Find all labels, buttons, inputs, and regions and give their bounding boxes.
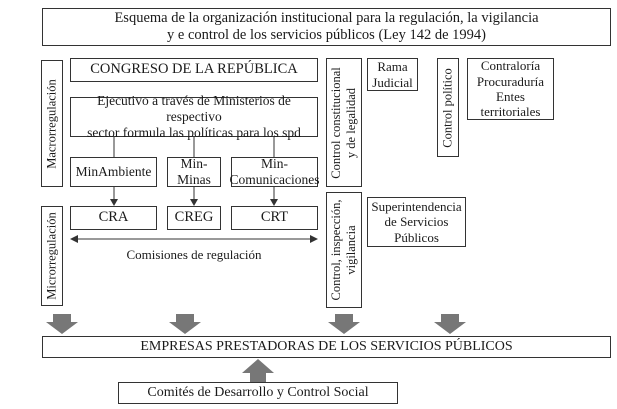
empresas-box: EMPRESAS PRESTADORAS DE LOS SERVICIOS PÚ…	[42, 336, 611, 358]
ejecutivo-line2: sector formula las políticas para los sp…	[87, 124, 301, 140]
microrregulacion-box: Microrregulación	[41, 206, 63, 306]
ministry-mincomunicaciones-line1: Min-	[261, 156, 288, 172]
commission-cra-label: CRA	[98, 209, 129, 226]
rama-judicial-line1: Rama	[377, 59, 408, 75]
control-inspeccion-box: Control, inspección, vigilancia	[326, 192, 362, 308]
superintendencia-line2: de Servicios	[384, 214, 449, 230]
macrorregulacion-label: Macrorregulación	[44, 78, 59, 169]
contraloria-line1: Contraloría	[480, 58, 541, 74]
commissions-span-left-arrowhead	[70, 235, 78, 243]
control-constitucional-box: Control constitucional y de legalidad	[326, 58, 362, 187]
arrowhead-crt	[270, 199, 278, 206]
arrowhead-creg	[190, 199, 198, 206]
empresas-label: EMPRESAS PRESTADORAS DE LOS SERVICIOS PÚ…	[140, 338, 513, 354]
rama-judicial-box: Rama Judicial	[367, 58, 418, 91]
down-arrow-control	[328, 314, 360, 334]
arrowhead-cra	[110, 199, 118, 206]
ministry-mincomunicaciones-line2: Comunicaciones	[229, 172, 320, 187]
microrregulacion-label: Microrregulación	[44, 212, 59, 300]
ministry-minambiente-line1: MinAmbiente	[75, 164, 152, 180]
commission-crt-box: CRT	[231, 206, 318, 230]
up-arrow-comites	[242, 359, 274, 382]
ministry-minminas-line2: Minas	[177, 172, 211, 187]
commission-creg-label: CREG	[174, 209, 214, 226]
commission-creg-box: CREG	[167, 206, 221, 230]
control-constitucional-line1: Control constitucional	[329, 66, 343, 179]
congreso-box: CONGRESO DE LA REPÚBLICA	[70, 58, 318, 82]
superintendencia-box: Superintendencia de Servicios Públicos	[367, 197, 466, 247]
control-constitucional-label: Control constitucional y de legalidad	[329, 67, 359, 178]
down-arrow-micro	[46, 314, 78, 334]
control-inspeccion-label: Control, inspección, vigilancia	[329, 199, 359, 300]
macrorregulacion-box: Macrorregulación	[41, 60, 63, 187]
rama-judicial-line2: Judicial	[372, 74, 413, 90]
superintendencia-line3: Públicos	[394, 229, 439, 245]
control-inspeccion-line2: vigilancia	[344, 225, 358, 275]
contraloria-box: Contraloría Procuraduría Entes territori…	[467, 58, 554, 120]
ministry-mincomunicaciones-box: Min- Comunicaciones	[229, 156, 320, 187]
ejecutivo-box: Ejecutivo a través de Ministerios de res…	[70, 93, 318, 140]
ministry-minambiente-box: MinAmbiente	[70, 157, 157, 187]
down-arrow-commissions	[169, 314, 201, 334]
comites-box: Comités de Desarrollo y Control Social	[118, 382, 398, 404]
congreso-label: CONGRESO DE LA REPÚBLICA	[90, 61, 298, 78]
control-constitucional-line2: y de legalidad	[344, 87, 358, 158]
control-inspeccion-line1: Control, inspección,	[329, 199, 343, 301]
commission-crt-label: CRT	[260, 209, 289, 226]
control-politico-box: Control político	[437, 58, 459, 157]
contraloria-line3: Entes	[496, 89, 525, 104]
diagram-title: Esquema de la organización institucional…	[42, 8, 611, 46]
commissions-span-right-arrowhead	[310, 235, 318, 243]
control-politico-label: Control político	[440, 67, 455, 148]
ministry-minminas-line1: Min-	[180, 156, 208, 172]
commission-cra-box: CRA	[70, 206, 157, 230]
comites-label: Comités de Desarrollo y Control Social	[147, 384, 369, 400]
ejecutivo-line1: Ejecutivo a través de Ministerios de res…	[97, 93, 291, 125]
ministry-minminas-box: Min- Minas	[167, 156, 221, 187]
diagram-title-line2: y e control de los servicios públicos (L…	[167, 27, 486, 43]
contraloria-line4: territoriales	[480, 104, 541, 120]
down-arrow-entes	[434, 314, 466, 334]
diagram-title-line1: Esquema de la organización institucional…	[114, 9, 539, 26]
contraloria-line2: Procuraduría	[476, 73, 545, 89]
commissions-label: Comisiones de regulación	[126, 247, 262, 262]
superintendencia-line1: Superintendencia	[371, 199, 462, 214]
